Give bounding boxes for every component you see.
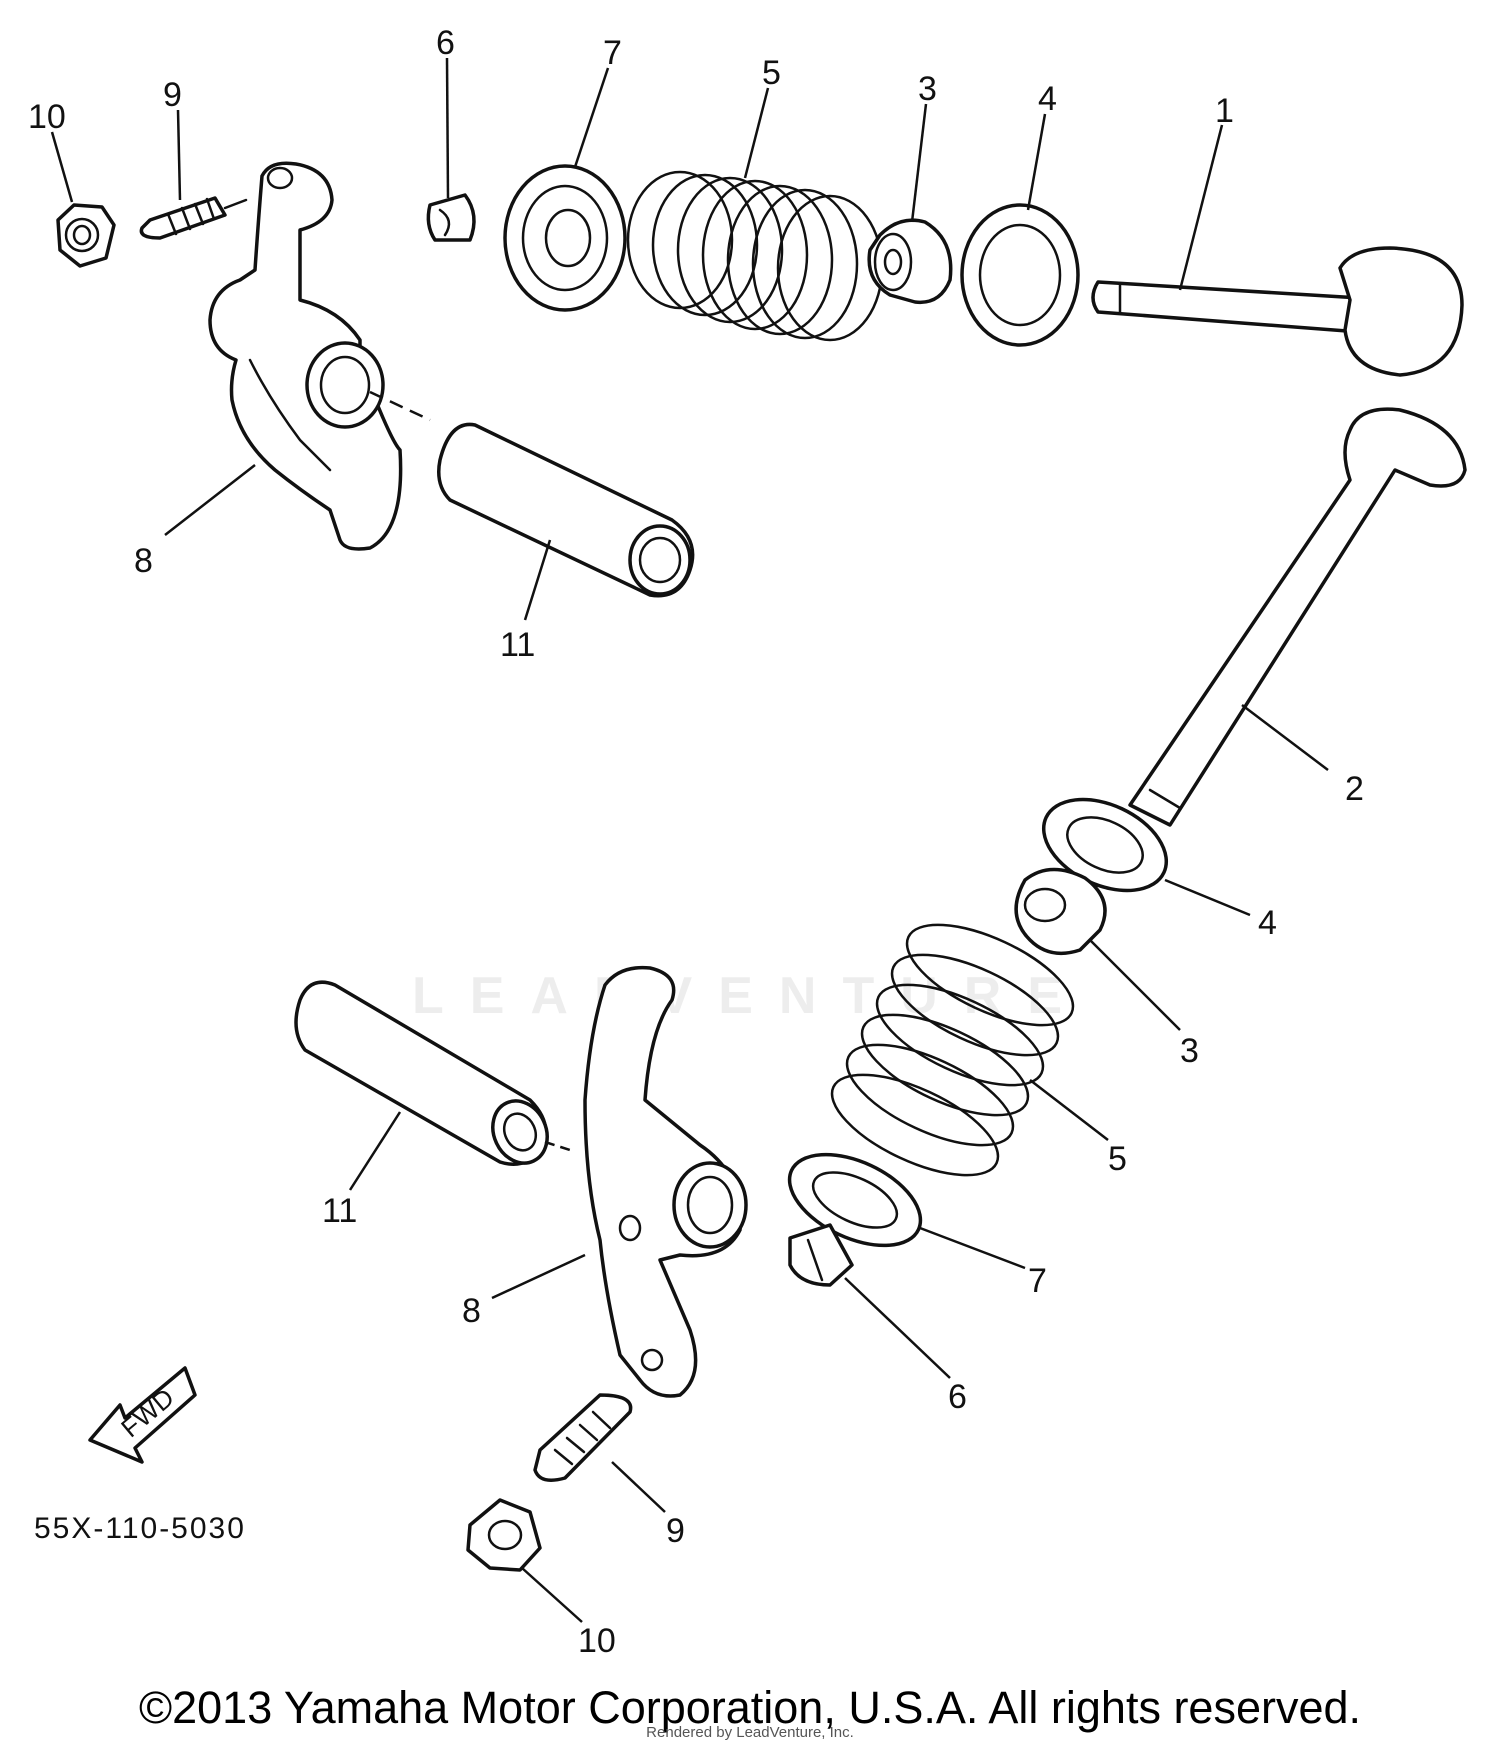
part-3-stem-seal-right bbox=[1014, 867, 1107, 956]
leader-lines bbox=[50, 57, 1329, 1623]
part-8-rocker-arm-bottom bbox=[583, 965, 748, 1398]
callout-3-right: 3 bbox=[1180, 1032, 1199, 1070]
rendered-by-credit: Rendered by LeadVenture, Inc. bbox=[646, 1724, 854, 1741]
callout-1-top: 1 bbox=[1215, 92, 1234, 130]
callout-11-top: 11 bbox=[500, 626, 535, 664]
callout-11-bottom: 11 bbox=[322, 1192, 357, 1230]
callout-6-right: 6 bbox=[948, 1378, 967, 1416]
callout-10-top: 10 bbox=[28, 98, 66, 136]
part-3-stem-seal-top bbox=[867, 218, 953, 305]
part-10-nut-top bbox=[56, 203, 116, 268]
part-2-valve-exhaust bbox=[1128, 407, 1467, 827]
callout-9-top: 9 bbox=[163, 76, 182, 114]
part-5-valve-spring-top bbox=[626, 170, 884, 342]
part-5-valve-spring-right bbox=[830, 923, 1075, 1177]
callout-8-bottom: 8 bbox=[462, 1292, 481, 1330]
part-4-spring-seat-right bbox=[1041, 797, 1169, 893]
callout-2-right: 2 bbox=[1345, 770, 1364, 808]
fwd-arrow-icon: FWD bbox=[88, 1366, 197, 1464]
part-11-rocker-shaft-top bbox=[369, 390, 695, 598]
part-7-retainer-top bbox=[503, 164, 627, 312]
part-4-spring-seat-top bbox=[960, 203, 1080, 347]
copyright-notice: ©2013 Yamaha Motor Corporation, U.S.A. A… bbox=[138, 1682, 1362, 1733]
callout-9-bottom: 9 bbox=[666, 1512, 685, 1550]
callout-6-top: 6 bbox=[436, 24, 455, 62]
callout-10-bottom: 10 bbox=[578, 1622, 616, 1660]
figure-code: 55X-110-5030 bbox=[34, 1512, 246, 1545]
callout-5-top: 5 bbox=[762, 54, 781, 92]
part-10-nut-bottom bbox=[466, 1498, 542, 1572]
part-7-retainer-right bbox=[787, 1152, 923, 1248]
callout-8-top: 8 bbox=[134, 542, 153, 580]
part-6-cotter-right bbox=[788, 1223, 854, 1287]
part-11-rocker-shaft-bottom bbox=[294, 980, 571, 1166]
callout-4-right: 4 bbox=[1258, 904, 1277, 942]
callout-7-top: 7 bbox=[603, 34, 622, 72]
callout-5-right: 5 bbox=[1108, 1140, 1127, 1178]
part-8-rocker-arm-top bbox=[208, 161, 403, 551]
part-6-cotter-top bbox=[426, 193, 476, 242]
part-9-adjust-screw-top bbox=[139, 196, 248, 240]
callout-4-top: 4 bbox=[1038, 80, 1057, 118]
part-1-valve-top bbox=[1091, 246, 1464, 377]
callout-3-top: 3 bbox=[918, 70, 937, 108]
part-9-adjust-screw-bottom bbox=[533, 1393, 633, 1482]
callout-7-right: 7 bbox=[1028, 1262, 1047, 1300]
